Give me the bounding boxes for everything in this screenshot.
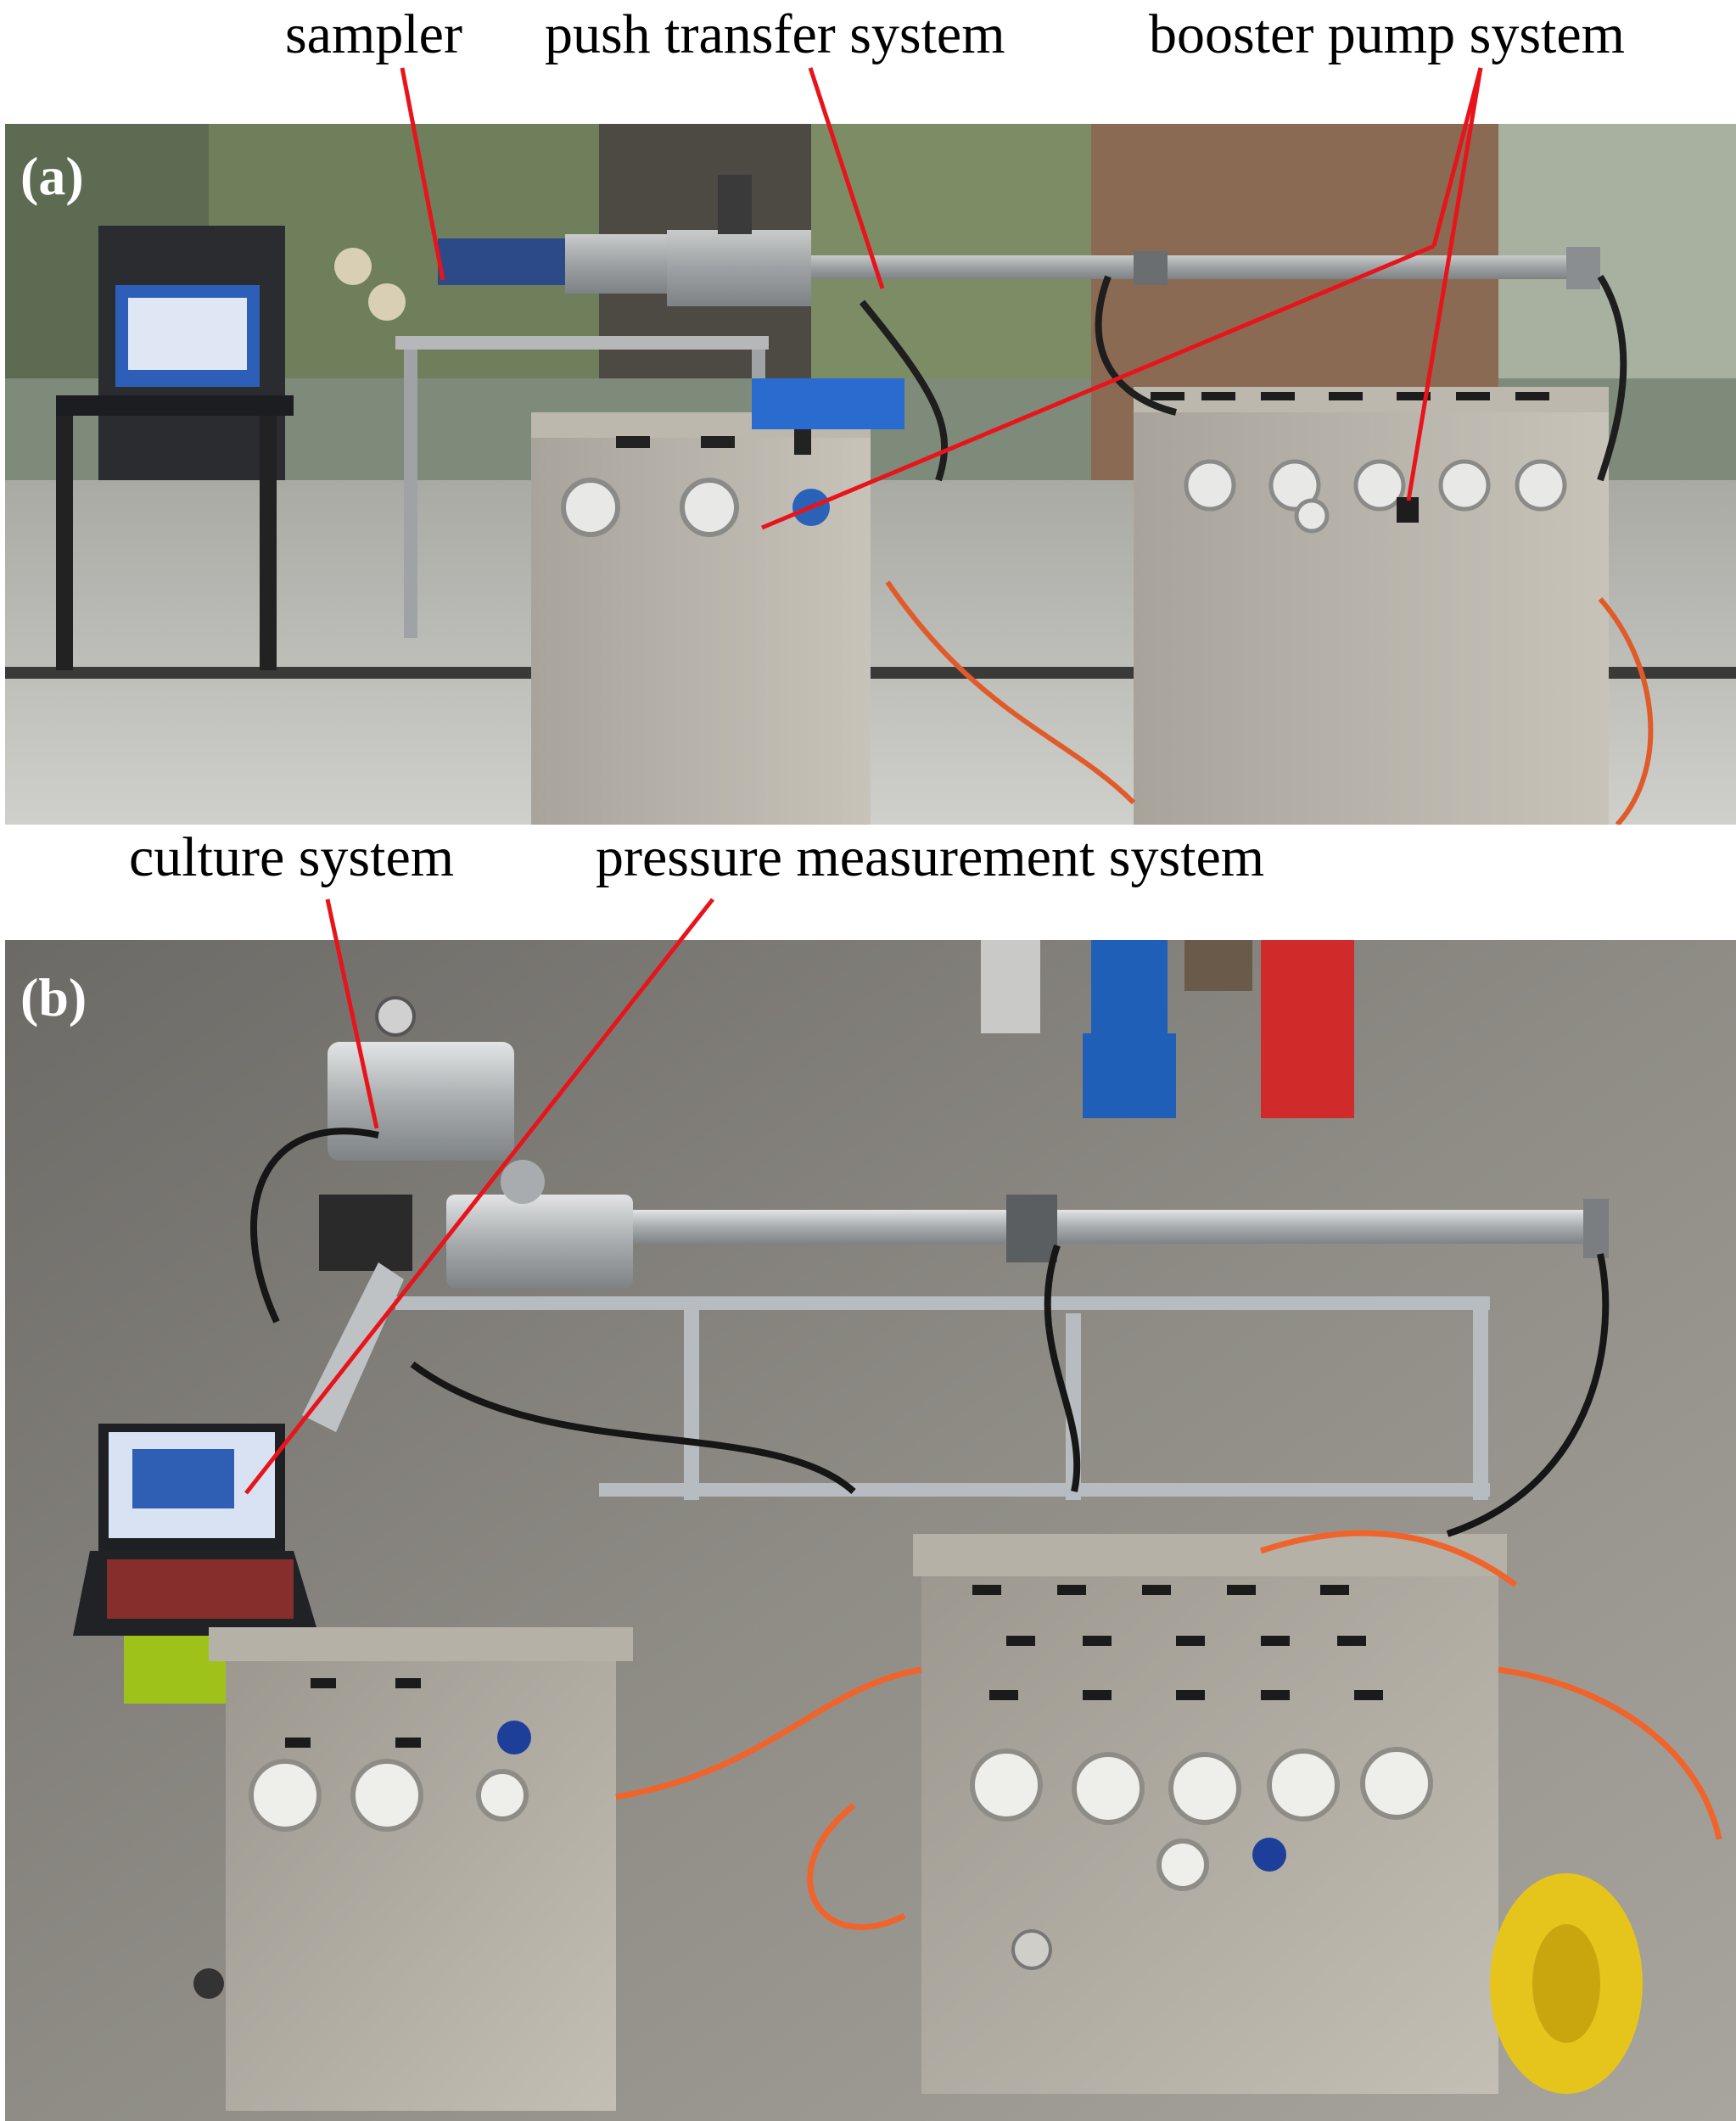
panel-tag-b: (b) <box>20 967 87 1027</box>
photo-a-illustration <box>5 124 1736 825</box>
photo-b-illustration <box>5 940 1736 2121</box>
label-pressure-measurement-system: pressure measurement system <box>596 826 1265 888</box>
label-sampler: sampler <box>285 3 462 65</box>
label-booster-pump-system: booster pump system <box>1149 3 1625 65</box>
label-push-transfer-system: push transfer system <box>545 3 1005 65</box>
label-culture-system: culture system <box>129 826 455 888</box>
photo-panel-b: (b) <box>5 940 1736 2121</box>
panel-tag-a: (a) <box>20 146 84 206</box>
photo-panel-a: (a) <box>5 124 1736 825</box>
